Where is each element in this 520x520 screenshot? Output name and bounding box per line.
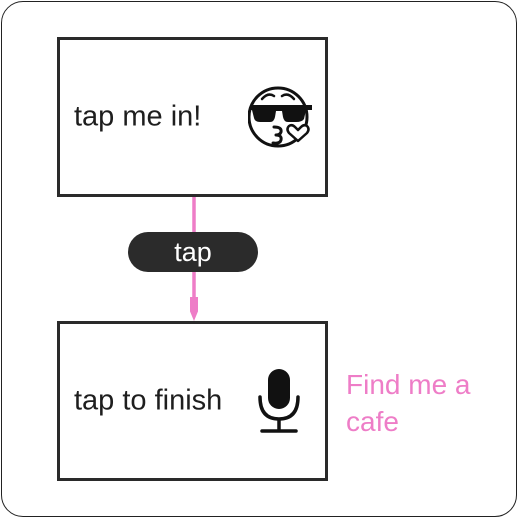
microphone-icon <box>258 369 300 433</box>
edge-label-pill: tap <box>128 232 258 272</box>
kissing-sunglasses-emoji-icon <box>248 86 312 148</box>
end-node[interactable]: tap to finish <box>57 321 328 481</box>
side-note: Find me a cafe <box>346 369 471 437</box>
end-node-label: tap to finish <box>74 384 223 417</box>
start-node-label: tap me in! <box>74 100 202 133</box>
edge-label: tap <box>174 237 212 267</box>
start-node[interactable]: tap me in! <box>57 37 328 197</box>
